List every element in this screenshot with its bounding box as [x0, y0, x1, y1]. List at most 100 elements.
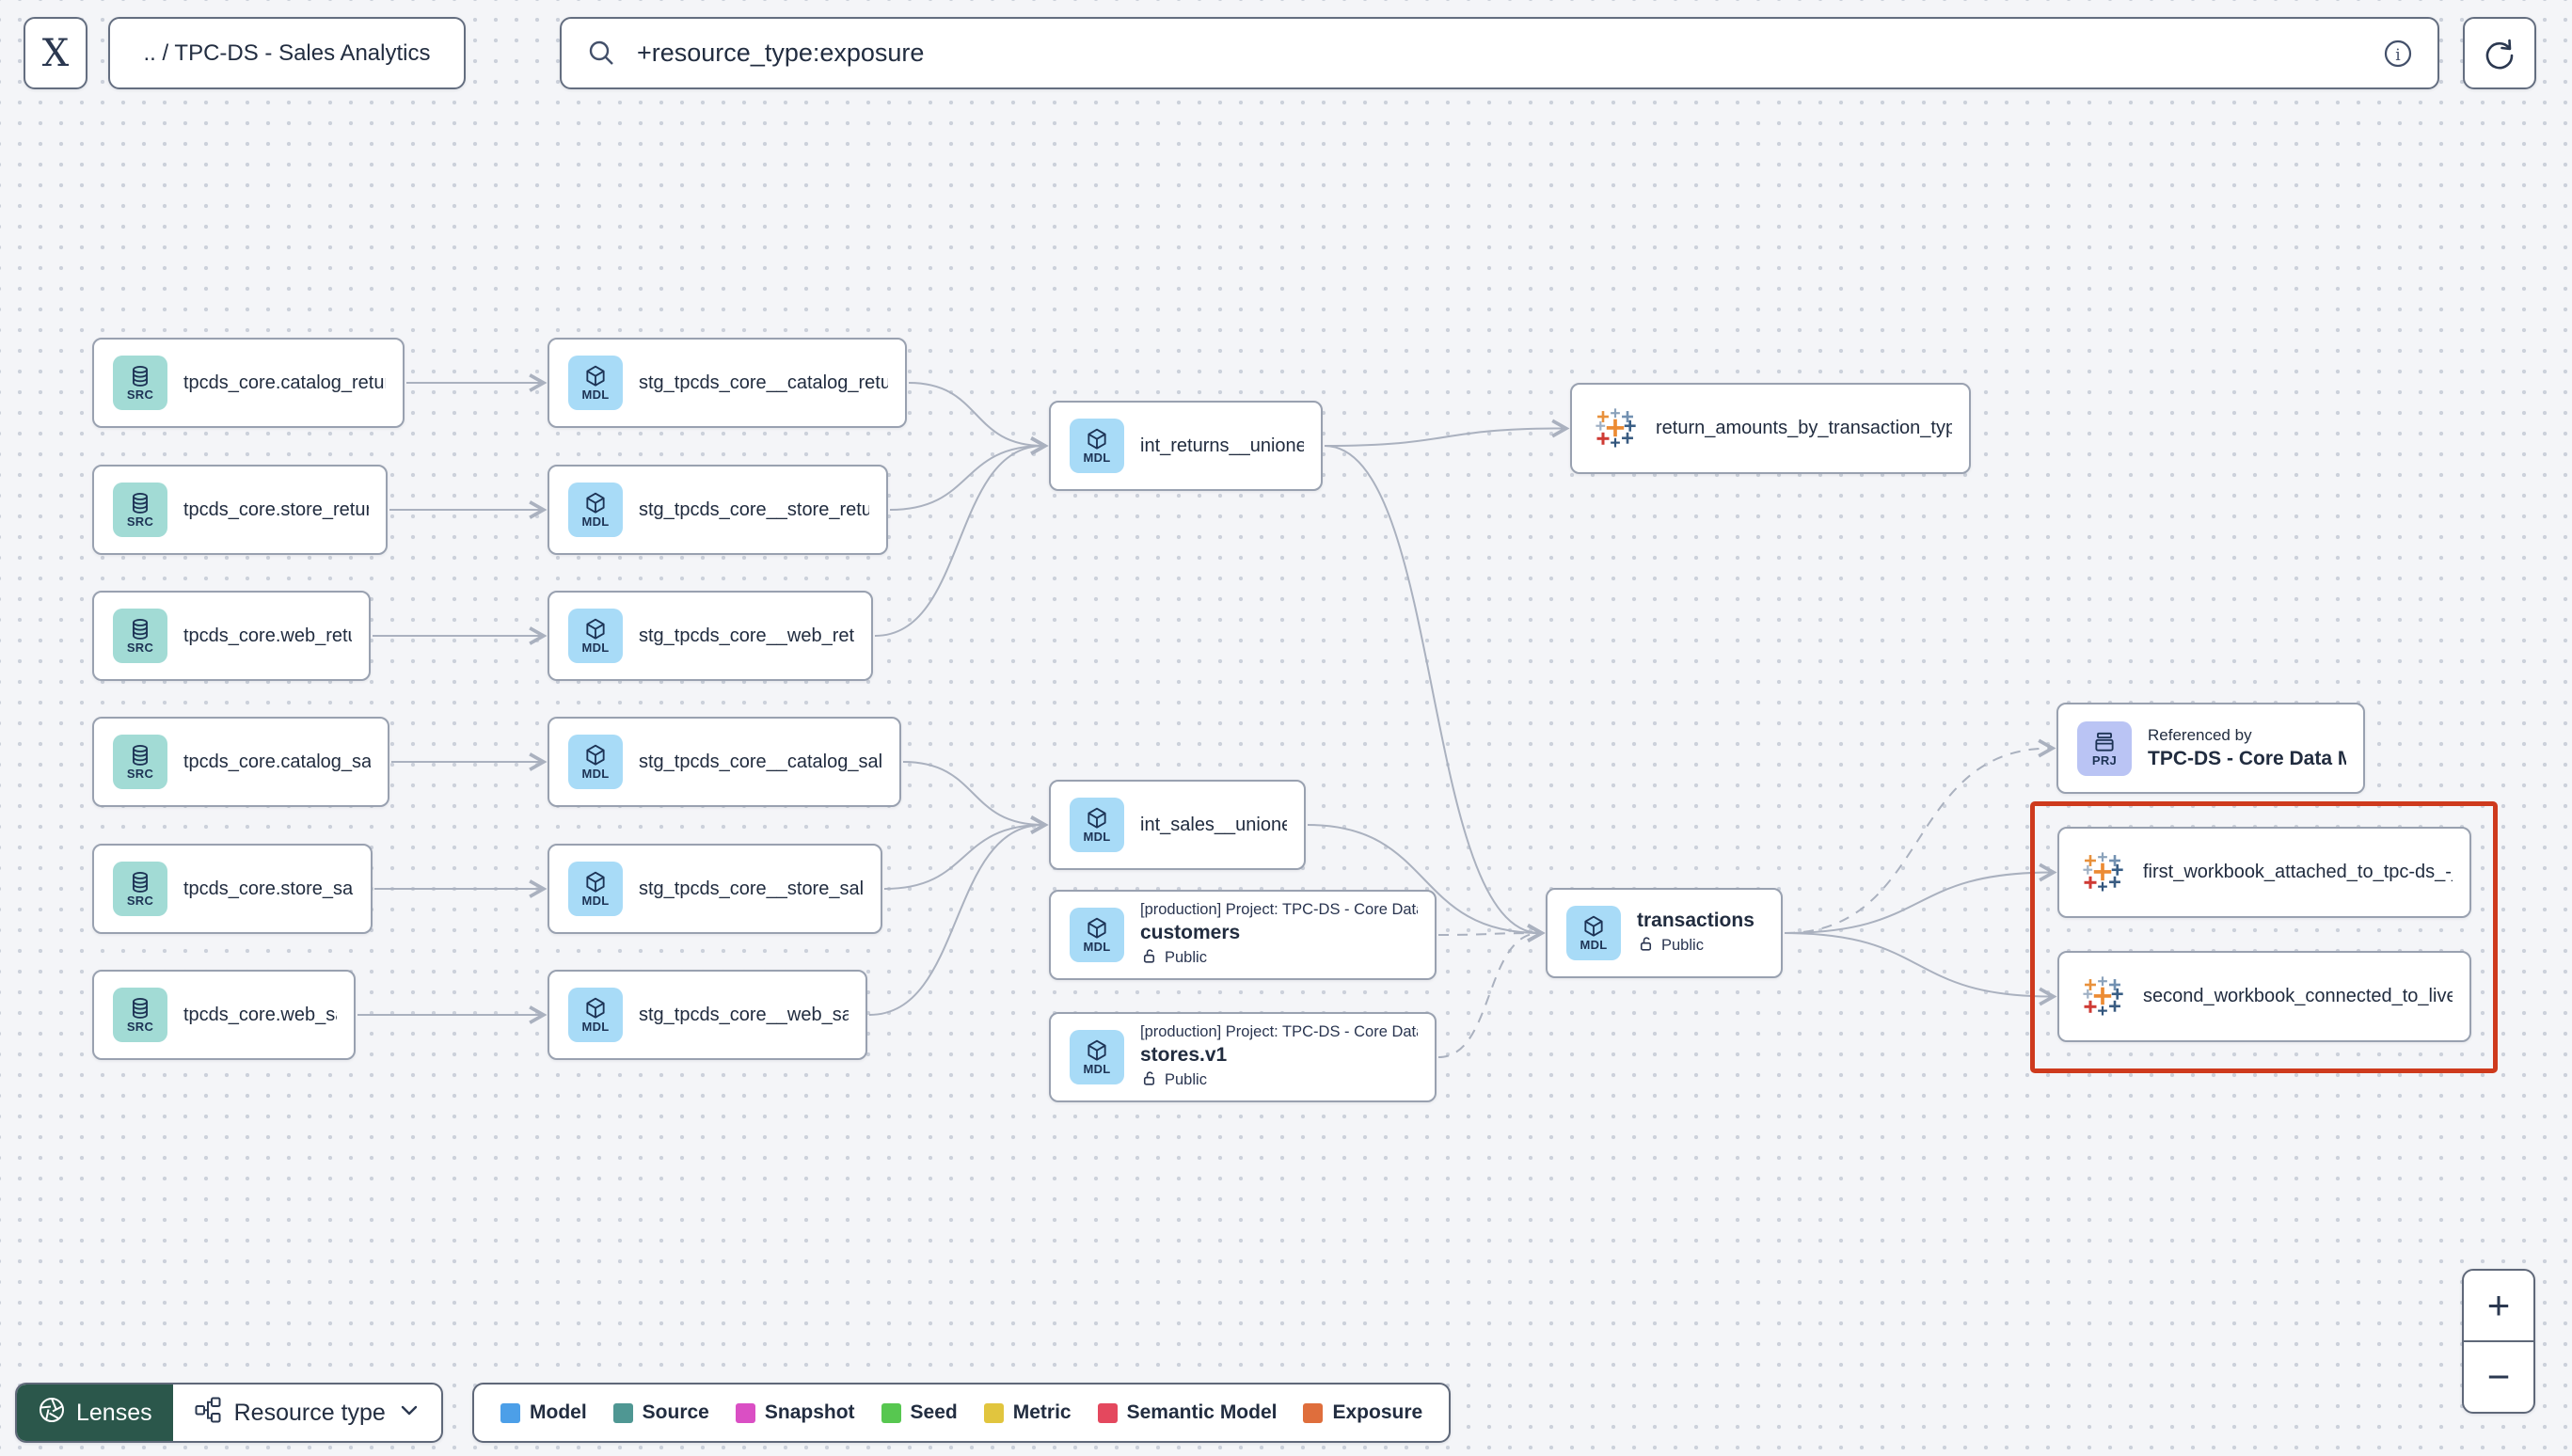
node-src_web_sales[interactable]: SRC tpcds_core.web_sales — [92, 970, 356, 1060]
node-stg_store_returns[interactable]: MDL stg_tpcds_core__store_returns — [548, 465, 888, 555]
model-icon: MDL — [1070, 908, 1124, 962]
model-icon: MDL — [568, 735, 623, 789]
node-return_amounts[interactable]: return_amounts_by_transaction_type — [1570, 383, 1971, 474]
source-icon: SRC — [113, 988, 167, 1042]
node-access: Public — [1165, 1071, 1207, 1088]
node-wb_first[interactable]: first_workbook_attached_to_tpc-ds_-_… — [2057, 827, 2471, 918]
chevron-down-icon — [398, 1399, 421, 1428]
edge-int_returns-to-return_amounts — [1324, 429, 1564, 447]
legend-label: Model — [530, 1401, 587, 1423]
lenses-label: Lenses — [76, 1399, 152, 1426]
node-stg_store_sales[interactable]: MDL stg_tpcds_core__store_sales — [548, 844, 882, 934]
edge-customers-to-transactions — [1437, 933, 1540, 935]
node-title: tpcds_core.web_sales — [183, 1004, 337, 1025]
model-icon: MDL — [1070, 1030, 1124, 1084]
legend-swatch — [1097, 1402, 1118, 1423]
info-icon[interactable]: i — [2383, 39, 2413, 69]
resource-type-selector[interactable]: Resource type — [173, 1385, 441, 1441]
node-src_store_sales[interactable]: SRC tpcds_core.store_sales — [92, 844, 373, 934]
node-stg_catalog_returns[interactable]: MDL stg_tpcds_core__catalog_returns — [548, 338, 907, 428]
node-stores[interactable]: MDL [production] Project: TPC-DS - Core … — [1049, 1012, 1437, 1102]
legend-item-seed: Seed — [881, 1401, 958, 1424]
model-icon: MDL — [1566, 906, 1621, 960]
legend-label: Metric — [1012, 1401, 1072, 1423]
node-src_catalog_returns[interactable]: SRC tpcds_core.catalog_returns — [92, 338, 405, 428]
node-meta: [production] Project: TPC-DS - Core Data… — [1140, 900, 1418, 918]
legend-swatch — [983, 1402, 1004, 1423]
lenses-toolbar: Lenses Resource type — [15, 1383, 443, 1443]
node-title: TPC-DS - Core Data Models — [2148, 748, 2346, 769]
edge-transactions-to-prj_ref — [1784, 749, 2051, 934]
tableau-exposure-icon — [2078, 973, 2127, 1021]
node-src_catalog_sales[interactable]: SRC tpcds_core.catalog_sales — [92, 717, 389, 807]
model-icon: MDL — [1070, 419, 1124, 473]
edge-stg_web_sales-to-int_sales — [868, 825, 1043, 1016]
legend-swatch — [500, 1402, 520, 1423]
model-icon: MDL — [568, 988, 623, 1042]
node-title: tpcds_core.catalog_returns — [183, 372, 386, 393]
edge-stg_catalog_returns-to-int_returns — [908, 382, 1043, 446]
node-int_returns[interactable]: MDL int_returns__unioned — [1049, 401, 1323, 491]
node-src_web_returns[interactable]: SRC tpcds_core.web_returns — [92, 591, 371, 681]
search-input[interactable]: +resource_type:exposure i — [560, 17, 2439, 89]
node-prj_ref[interactable]: PRJ Referenced by TPC-DS - Core Data Mod… — [2056, 703, 2365, 794]
node-meta: Referenced by — [2148, 726, 2252, 744]
node-title: stg_tpcds_core__catalog_sales — [639, 751, 882, 772]
edge-stg_web_returns-to-int_returns — [874, 446, 1043, 637]
zoom-out-button[interactable]: − — [2486, 1354, 2511, 1399]
node-stg_catalog_sales[interactable]: MDL stg_tpcds_core__catalog_sales — [548, 717, 901, 807]
node-title: customers — [1140, 921, 1241, 943]
edge-stores-to-transactions — [1437, 933, 1540, 1058]
legend-label: Exposure — [1332, 1401, 1423, 1423]
close-button[interactable]: X — [24, 17, 87, 89]
legend-label: Seed — [910, 1401, 958, 1423]
search-icon — [586, 39, 616, 69]
source-icon: SRC — [113, 735, 167, 789]
node-title: second_workbook_connected_to_live… — [2143, 986, 2453, 1006]
zoom-in-button[interactable]: + — [2464, 1271, 2533, 1342]
resource-type-label: Resource type — [233, 1399, 386, 1426]
edge-int_returns-to-transactions — [1324, 445, 1540, 933]
node-title: int_sales__unioned — [1140, 814, 1287, 835]
search-value: +resource_type:exposure — [637, 39, 925, 67]
legend-item-source: Source — [612, 1401, 709, 1424]
node-title: tpcds_core.web_returns — [183, 625, 352, 646]
node-title: tpcds_core.store_sales — [183, 878, 354, 899]
node-int_sales[interactable]: MDL int_sales__unioned — [1049, 780, 1306, 870]
node-title: tpcds_core.catalog_sales — [183, 751, 371, 772]
node-customers[interactable]: MDL [production] Project: TPC-DS - Core … — [1049, 890, 1437, 980]
node-src_store_returns[interactable]: SRC tpcds_core.store_returns — [92, 465, 388, 555]
model-icon: MDL — [568, 483, 623, 537]
node-wb_second[interactable]: second_workbook_connected_to_live… — [2057, 951, 2471, 1042]
tableau-exposure-icon — [2078, 848, 2127, 897]
node-title: stores.v1 — [1140, 1043, 1228, 1066]
lenses-button[interactable]: Lenses — [17, 1385, 173, 1441]
source-icon: SRC — [113, 356, 167, 410]
model-icon: MDL — [1070, 798, 1124, 852]
edge-stg_store_sales-to-int_sales — [883, 825, 1043, 890]
model-icon: MDL — [568, 609, 623, 663]
public-lock-icon — [1140, 1069, 1158, 1092]
refresh-button[interactable] — [2463, 17, 2536, 89]
source-icon: SRC — [113, 609, 167, 663]
node-title: stg_tpcds_core__web_sales — [639, 1004, 849, 1025]
legend-item-exposure: Exposure — [1303, 1401, 1422, 1424]
node-title: stg_tpcds_core__store_returns — [639, 499, 869, 520]
node-stg_web_returns[interactable]: MDL stg_tpcds_core__web_returns — [548, 591, 873, 681]
edge-stg_store_returns-to-int_returns — [889, 446, 1043, 511]
node-transactions[interactable]: MDL transactions Public — [1546, 888, 1783, 978]
legend-swatch — [881, 1402, 901, 1423]
aperture-icon — [38, 1396, 66, 1431]
source-icon: SRC — [113, 862, 167, 916]
edge-transactions-to-wb_first — [1784, 873, 2052, 934]
node-stg_web_sales[interactable]: MDL stg_tpcds_core__web_sales — [548, 970, 867, 1060]
model-icon: MDL — [568, 862, 623, 916]
edge-stg_catalog_sales-to-int_sales — [902, 761, 1043, 825]
legend-label: Source — [642, 1401, 709, 1423]
legend-swatch — [1303, 1402, 1324, 1423]
legend-item-metric: Metric — [983, 1401, 1072, 1424]
zoom-controls: + − — [2462, 1269, 2535, 1414]
breadcrumb[interactable]: .. / TPC-DS - Sales Analytics — [108, 17, 466, 89]
node-title: int_returns__unioned — [1140, 435, 1304, 456]
